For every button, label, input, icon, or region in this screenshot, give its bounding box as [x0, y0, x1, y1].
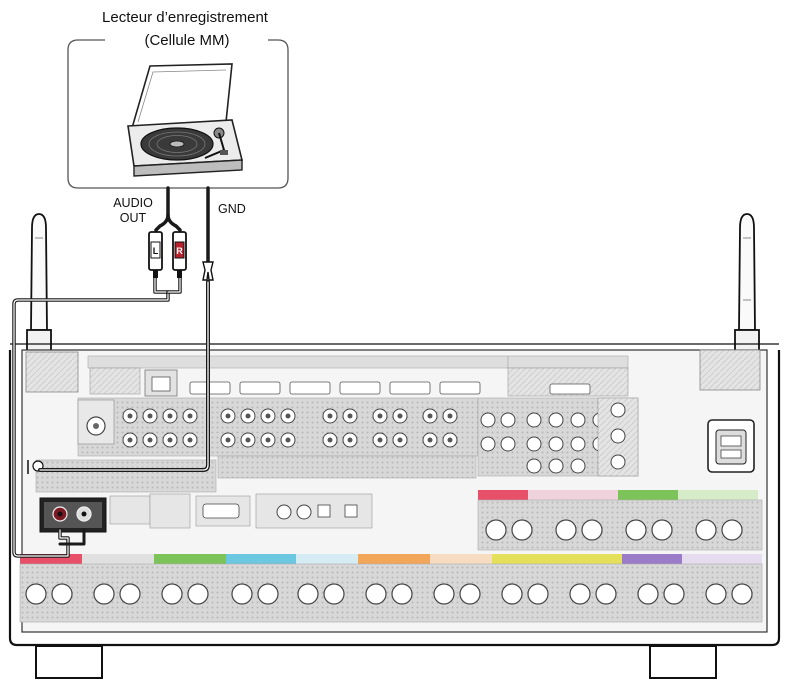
audio-out-label-line2: OUT	[120, 211, 147, 225]
analog-rca-inputs	[122, 408, 458, 448]
turntable-device: Lecteur d’enregistrement (Cellule MM)	[67, 9, 289, 189]
rca-plug-left: L	[148, 231, 163, 278]
receiver-rear-panel	[8, 343, 781, 647]
antenna-left	[26, 213, 52, 367]
rca-plug-right: R	[172, 231, 187, 278]
device-frame	[67, 39, 289, 189]
audio-out-label-line1: AUDIO	[113, 196, 153, 210]
hdmi-input-ports	[189, 381, 481, 395]
device-title-line2: (Cellule MM)	[144, 32, 229, 49]
gnd-wire	[38, 186, 210, 472]
turntable-icon	[127, 63, 244, 177]
antenna-right	[734, 213, 760, 367]
device-title-line1: Lecteur d’enregistrement	[102, 9, 269, 26]
audio-cable	[12, 186, 182, 558]
gnd-spade-connector	[202, 261, 214, 281]
gnd-label: GND	[218, 202, 246, 216]
rca-plug-right-letter: R	[176, 246, 183, 256]
upper-speaker-terminals	[485, 519, 743, 541]
receiver-feet	[35, 645, 717, 679]
rca-plug-left-letter: L	[153, 246, 159, 256]
ac-power-inlet	[707, 419, 755, 473]
speaker-terminal-row	[25, 583, 753, 605]
phono-input-jacks	[39, 497, 107, 533]
